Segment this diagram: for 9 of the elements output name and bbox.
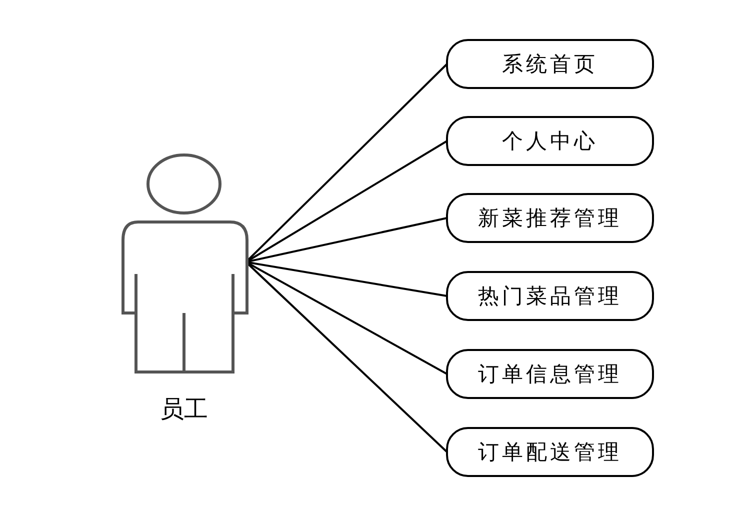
use-case-box: 系统首页 [446,39,654,89]
actor-label: 员工 [160,394,208,425]
use-case-box: 订单配送管理 [446,427,654,477]
use-case-box: 订单信息管理 [446,349,654,399]
use-case-box: 个人中心 [446,116,654,166]
connector-line [246,261,448,297]
use-case-box: 热门菜品管理 [446,271,654,321]
use-case-box: 新菜推荐管理 [446,193,654,243]
connector-line [246,217,448,263]
